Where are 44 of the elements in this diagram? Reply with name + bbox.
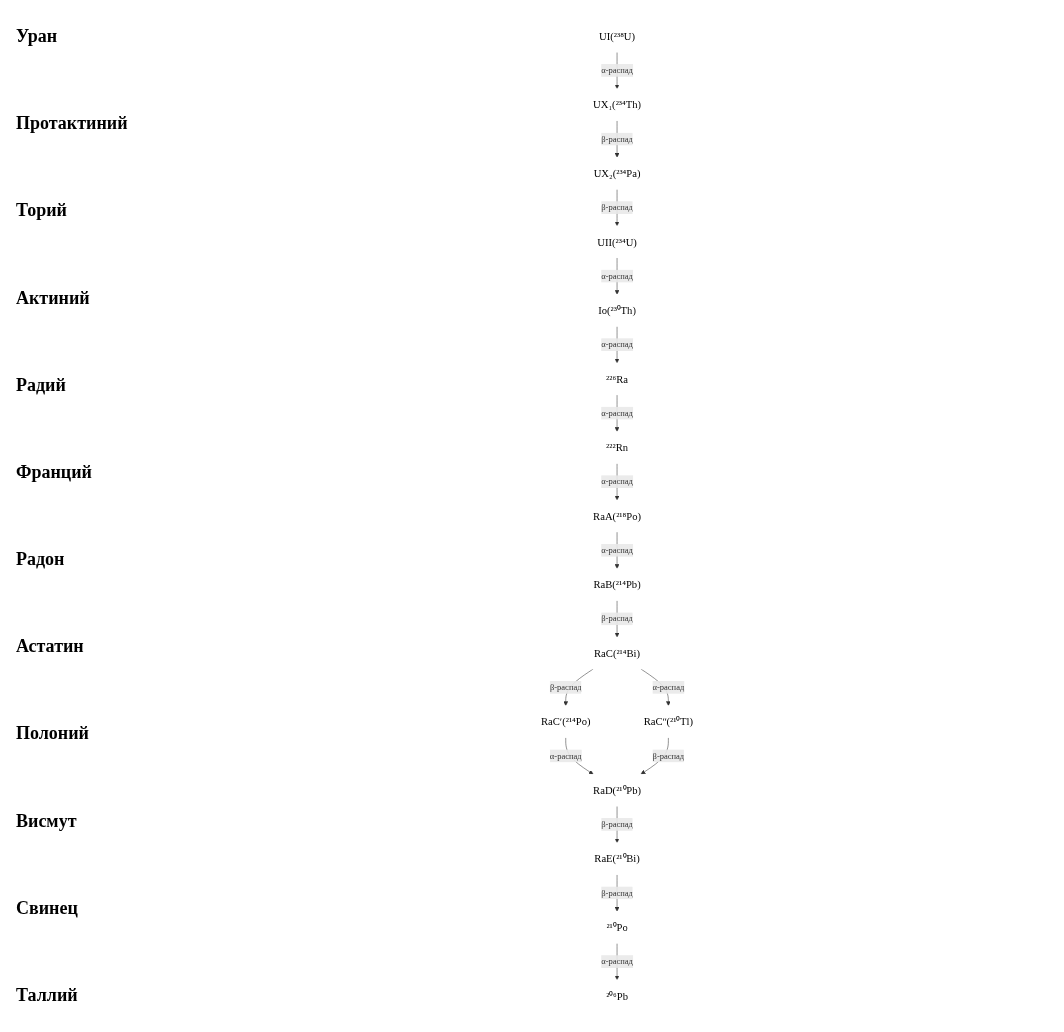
element-name: Астатин xyxy=(16,636,85,658)
node-text: UII(²³⁴U) xyxy=(597,235,637,248)
node-text: Io(²³⁰Th) xyxy=(598,304,636,317)
edge-label: β-распад xyxy=(601,202,633,212)
edge-label: α-распад xyxy=(601,65,633,75)
element-name: Висмут xyxy=(16,810,78,832)
edge-label: α-распад xyxy=(601,956,633,966)
node-text: RaB(²¹⁴Pb) xyxy=(593,578,641,591)
edge-label: β-распад xyxy=(652,751,685,761)
node-text: UX₂(²³⁴Pa) xyxy=(593,167,641,180)
element-name: Полоний xyxy=(16,723,90,745)
element-name: Уран xyxy=(16,26,59,47)
edge-label: β-распад xyxy=(549,682,582,692)
edge-label: α-распад xyxy=(601,271,633,281)
element-name: Свинец xyxy=(16,897,79,919)
node-text: RaA(²¹⁸Po) xyxy=(593,510,641,522)
node-text: ²²⁶Ra xyxy=(606,373,628,385)
node-text: UX₁(²³⁴Th) xyxy=(593,98,642,111)
node-text: RaE(²¹⁰Bi) xyxy=(594,852,640,865)
edge-label: α-распад xyxy=(601,545,633,555)
edge-label: β-распад xyxy=(601,614,633,624)
edge-label: α-распад xyxy=(601,339,633,349)
edge-label: α-распад xyxy=(652,682,685,692)
edge-label: α-распад xyxy=(601,476,633,486)
edge-label: β-распад xyxy=(601,888,633,898)
node-text: UI(²³⁸U) xyxy=(599,30,636,43)
node-text: RaCʹ(²¹⁴Po) xyxy=(540,715,591,728)
node-text: ²²²Rn xyxy=(606,441,629,454)
element-name: Таллий xyxy=(16,984,79,1006)
edge-label: β-распад xyxy=(601,134,633,144)
node-text: RaCʺ(²¹⁰Tl) xyxy=(643,715,694,728)
element-name: Актиний xyxy=(16,287,91,309)
edge-label: β-распад xyxy=(601,819,633,829)
element-name: Франций xyxy=(16,461,93,483)
edge-label: α-распад xyxy=(601,408,633,418)
element-name: Протактиний xyxy=(16,113,129,135)
element-name: Радон xyxy=(16,549,66,571)
node-text: ²⁰⁶Pb xyxy=(606,989,628,1002)
node-text: RaD(²¹⁰Pb) xyxy=(593,784,641,797)
element-name: Торий xyxy=(16,200,68,222)
node-text: ²¹⁰Po xyxy=(606,921,628,934)
edge-label: α-распад xyxy=(549,751,582,761)
node-text: RaC(²¹⁴Bi) xyxy=(594,647,641,659)
element-name: Радий xyxy=(16,374,67,396)
